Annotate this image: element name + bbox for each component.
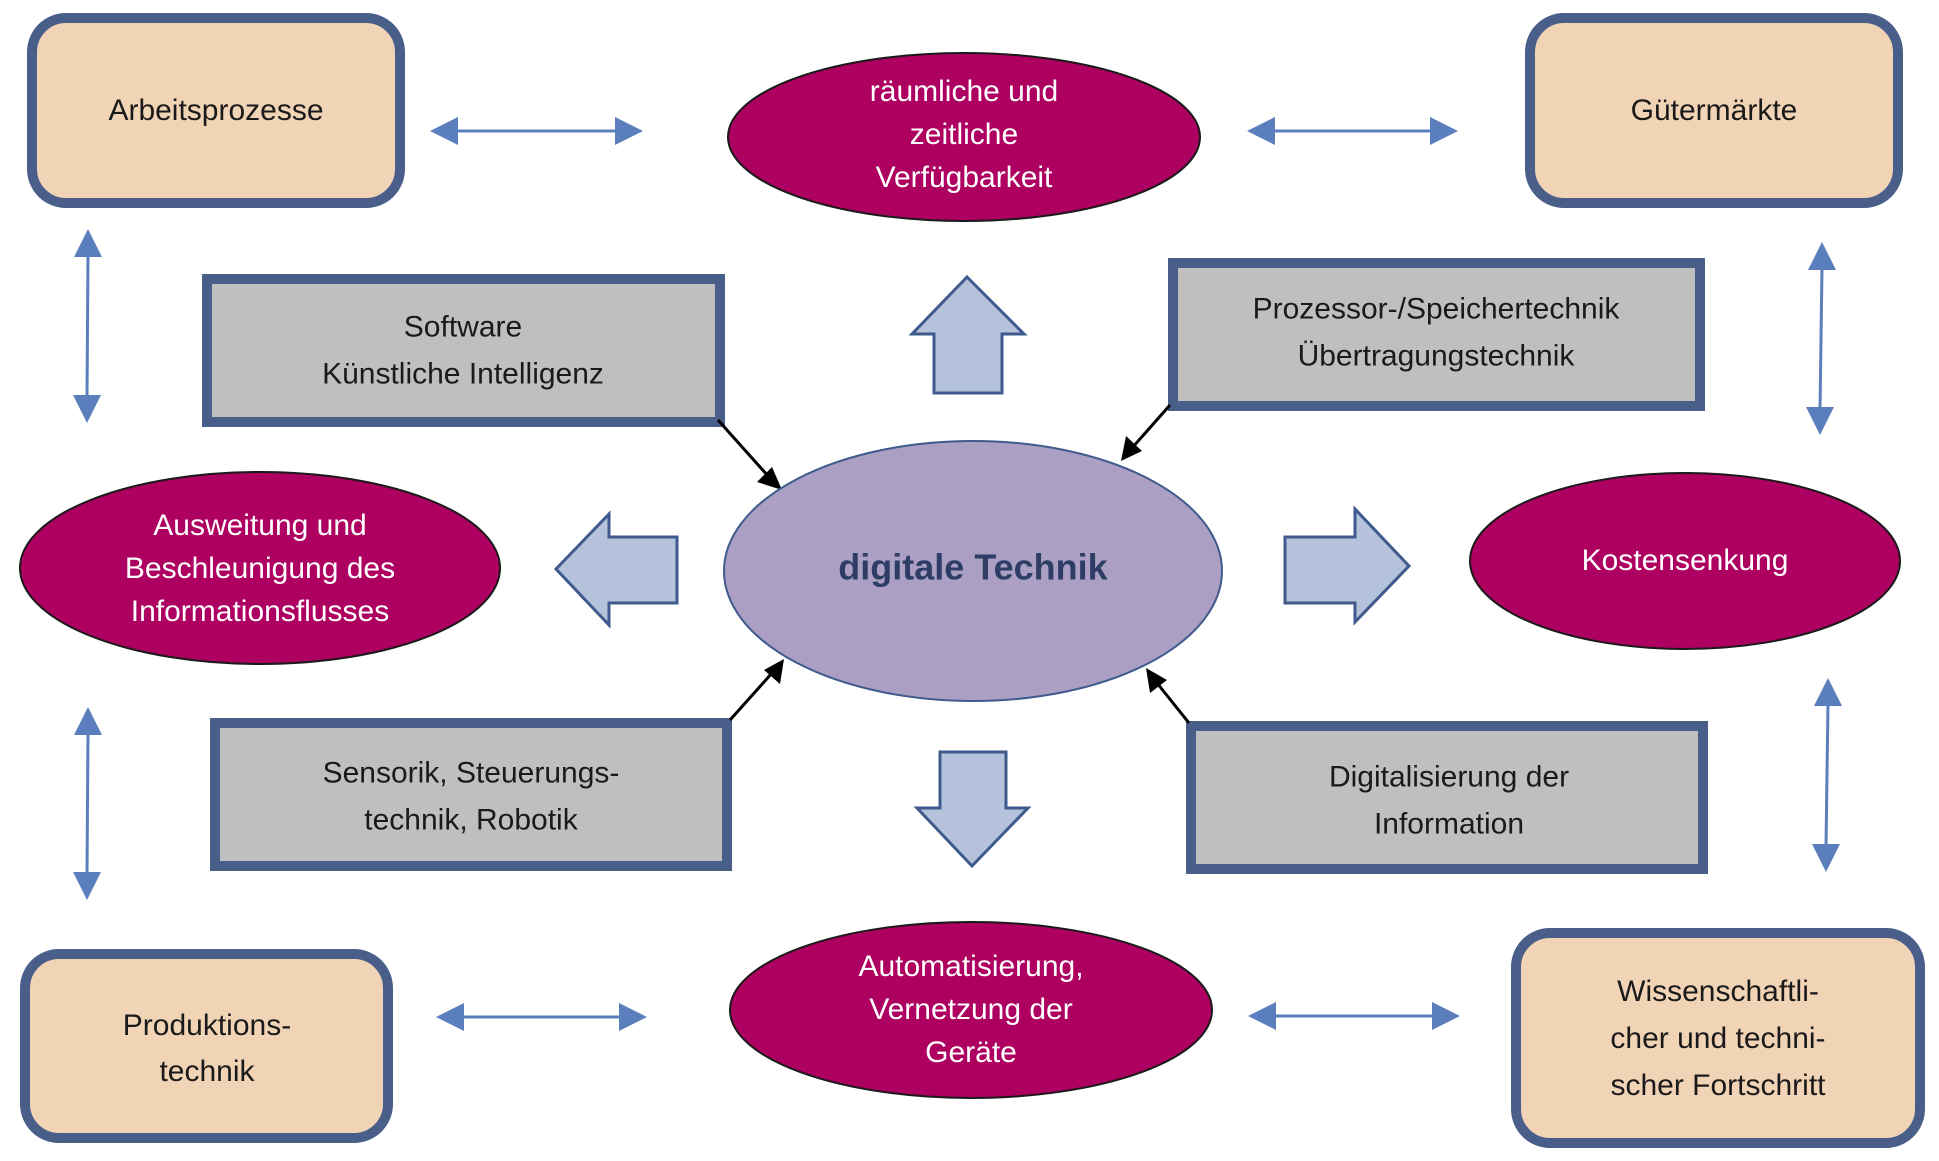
core-digitale-technik: digitale Technik bbox=[723, 440, 1223, 702]
label-line: Gütermärkte bbox=[1631, 94, 1798, 127]
block-arrow-left bbox=[553, 510, 679, 629]
outer-box-fortschritt: Wissenschaftli-cher und techni-scher For… bbox=[1511, 928, 1925, 1148]
tech-box-sensorik: Sensorik, Steuerungs-technik, Robotik bbox=[210, 718, 732, 871]
label-line: Kostensenkung bbox=[1582, 544, 1789, 577]
label-line: Vernetzung der bbox=[869, 993, 1072, 1026]
block-arrow-right bbox=[1283, 505, 1412, 626]
outer-box-label: Wissenschaftli-cher und techni-scher For… bbox=[1610, 975, 1826, 1102]
label-line: Informationsflusses bbox=[131, 595, 389, 628]
input-arrow-digitalisierung bbox=[1146, 668, 1191, 724]
block-arrow-down bbox=[913, 750, 1032, 869]
label-line: Verfügbarkeit bbox=[876, 161, 1053, 194]
outer-box-guetermaerkte: Gütermärkte bbox=[1525, 13, 1903, 208]
outer-box-label: Arbeitsprozesse bbox=[108, 94, 323, 127]
link-arrow-produktion-automatisierung bbox=[436, 1003, 647, 1031]
label-line: Information bbox=[1374, 807, 1524, 840]
link-arrow-informationsfluss-produktion bbox=[73, 707, 102, 900]
input-arrow-prozessor bbox=[1121, 404, 1172, 461]
label-line: Geräte bbox=[925, 1036, 1017, 1069]
label-line: Wissenschaftli- bbox=[1617, 975, 1819, 1008]
link-arrow-arbeitsprozesse-verfuegbarkeit bbox=[430, 117, 643, 145]
effect-kostensenkung: Kostensenkung bbox=[1469, 472, 1901, 650]
effect-label: Kostensenkung bbox=[1582, 544, 1789, 577]
link-arrow-automatisierung-fortschritt bbox=[1248, 1002, 1460, 1030]
label-line: Produktions- bbox=[123, 1009, 291, 1042]
core-label: digitale Technik bbox=[838, 547, 1108, 588]
link-arrow-arbeitsprozesse-informationsfluss bbox=[73, 229, 102, 423]
label-line: technik, Robotik bbox=[364, 803, 578, 836]
label-line: Arbeitsprozesse bbox=[108, 94, 323, 127]
tech-box-label: Sensorik, Steuerungs-technik, Robotik bbox=[323, 756, 620, 836]
outer-box-arbeitsprozesse: Arbeitsprozesse bbox=[27, 13, 405, 208]
input-arrow-sensorik bbox=[728, 659, 784, 721]
label-line: Prozessor-/Speichertechnik bbox=[1253, 292, 1621, 325]
label-line: scher Fortschritt bbox=[1610, 1069, 1826, 1102]
label-line: zeitliche bbox=[910, 118, 1018, 151]
label-line: Beschleunigung des bbox=[125, 552, 395, 585]
link-arrow-kostensenkung-fortschritt bbox=[1812, 678, 1842, 872]
label-line: Übertragungstechnik bbox=[1298, 339, 1576, 372]
label-line: Software bbox=[404, 310, 522, 343]
outer-box-label: Gütermärkte bbox=[1631, 94, 1798, 127]
label-line: Automatisierung, bbox=[858, 950, 1083, 983]
label-line: Sensorik, Steuerungs- bbox=[323, 756, 620, 789]
outer-box-produktionstechnik: Produktions-technik bbox=[20, 949, 393, 1143]
label-line: räumliche und bbox=[870, 75, 1058, 108]
link-arrow-guetermaerkte-kostensenkung bbox=[1806, 242, 1836, 435]
label-line: Ausweitung und bbox=[153, 509, 367, 542]
input-arrow-software bbox=[716, 419, 782, 490]
label-line: cher und techni- bbox=[1610, 1022, 1825, 1055]
label-line: technik bbox=[159, 1055, 255, 1088]
link-arrow-verfuegbarkeit-guetermaerkte bbox=[1247, 117, 1458, 145]
block-arrow-up bbox=[908, 274, 1028, 395]
outer-box-label: Produktions-technik bbox=[123, 1009, 291, 1088]
label-line: Digitalisierung der bbox=[1329, 760, 1569, 793]
label-line: Künstliche Intelligenz bbox=[322, 357, 604, 390]
